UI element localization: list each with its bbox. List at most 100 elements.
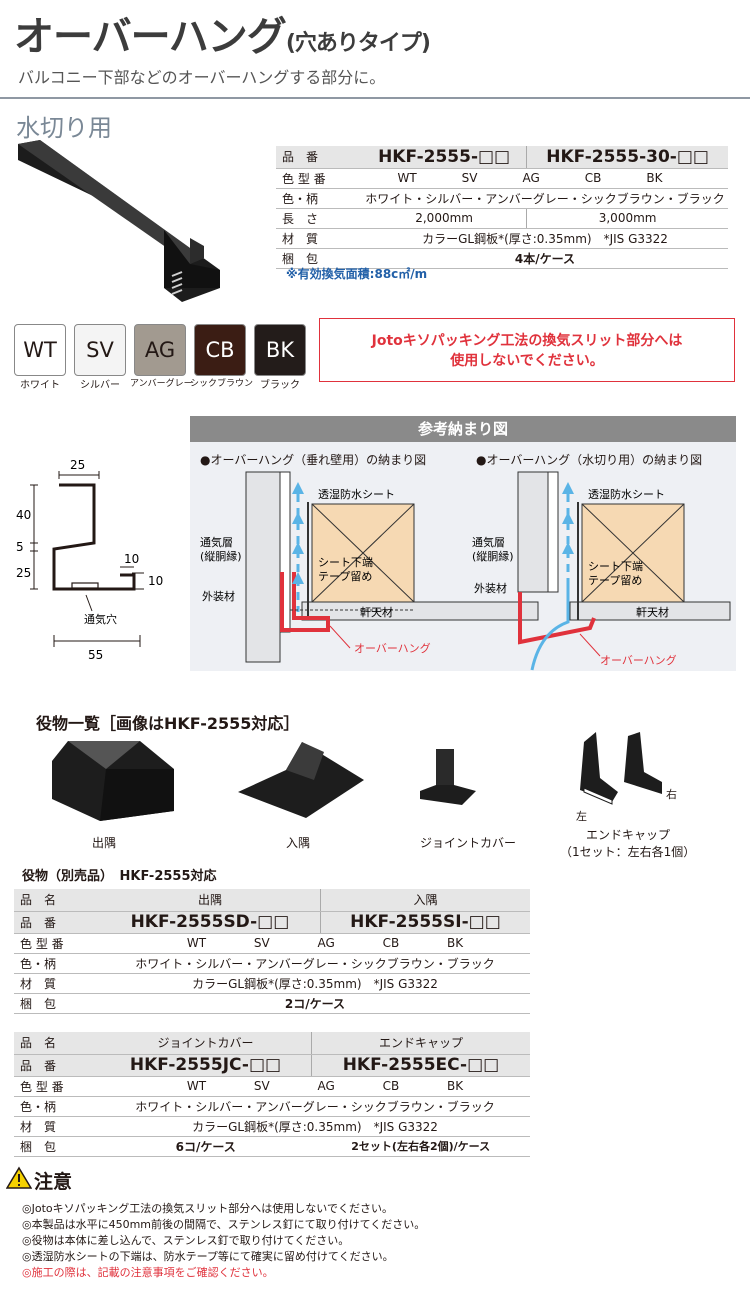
product-name: ジョイントカバー: [100, 1032, 312, 1055]
caution-note: ◎本製品は水平に450mm前後の間隔で、ステンレス釘にて取り付けてください。: [22, 1218, 426, 1231]
warning-line: 使用しないでください。: [450, 353, 604, 369]
section-title: 水切り用: [16, 114, 112, 142]
reference-diagram: 透湿防水シート 通気層 (縦胴縁) 外装材 シート下端 テープ留め 軒天材 オー…: [200, 471, 731, 671]
row-label: 色 型 番: [276, 168, 362, 189]
packing-cell: 2コ/ケース: [100, 993, 530, 1014]
row-label: 品 番: [276, 146, 362, 169]
dim-w10: 10: [124, 552, 139, 566]
row-label: 材 質: [14, 1116, 100, 1137]
swatch-code: SV: [86, 338, 114, 362]
ref-sheet-left: 透湿防水シート: [318, 487, 395, 501]
ref-vent1-left: 通気層: [200, 535, 233, 549]
color-code: BK: [446, 1079, 464, 1093]
optional-title: 役物（別売品） HKF-2555対応: [22, 869, 217, 884]
acc-label-outer-corner: 出隅: [92, 836, 117, 850]
ref-tape2-right: テープ留め: [588, 574, 642, 587]
pattern-cell: ホワイト・シルバー・アンバーグレー・シックブラウン・ブラック: [100, 953, 530, 974]
ref-vent2-left: (縦胴縁): [200, 549, 242, 563]
dim-h5: 5: [16, 540, 24, 554]
length-cell: 3,000mm: [526, 208, 728, 229]
row-label: 品 番: [14, 911, 100, 934]
swatch-sv: SV: [74, 324, 126, 376]
outer-corner-image: [52, 741, 174, 821]
color-code: BK: [646, 171, 663, 185]
acc-label-end-cap: エンドキャップ: [586, 828, 671, 842]
warning-box: Jotoキソパッキング工法の換気スリット部分へは 使用しないでください。: [319, 318, 735, 382]
color-code: SV: [461, 171, 478, 185]
color-code: AG: [317, 936, 335, 950]
row-label: 材 質: [14, 973, 100, 994]
endcap-left-label: 左: [576, 810, 587, 823]
color-code: WT: [186, 1079, 207, 1093]
ref-sheet-right: 透湿防水シート: [588, 487, 665, 501]
ref-tape2-left: テープ留め: [318, 570, 372, 583]
swatch-bk: BK: [254, 324, 306, 376]
color-codes-cell: WT SV AG CB BK: [100, 933, 530, 954]
row-label: 梱 包: [276, 248, 362, 269]
row-label: 色 型 番: [14, 933, 100, 954]
ref-vent1-right: 通気層: [472, 535, 505, 549]
dim-h10: 10: [148, 574, 163, 588]
row-label: 品 番: [14, 1054, 100, 1077]
product-code: HKF-2555-30-□□: [526, 146, 728, 169]
packing-cell: 6コ/ケース: [100, 1136, 312, 1157]
material-cell: カラーGL鋼板*(厚さ:0.35mm) *JIS G3322: [362, 228, 728, 249]
row-label: 梱 包: [14, 1136, 100, 1157]
ref-soffit-left: 軒天材: [360, 605, 393, 619]
pattern-cell: ホワイト・シルバー・アンバーグレー・シックブラウン・ブラック: [100, 1096, 530, 1117]
color-code: CB: [382, 936, 400, 950]
title-main: オーバーハング: [14, 14, 287, 60]
swatch-code: CB: [205, 338, 235, 362]
dim-h40: 40: [16, 508, 31, 522]
ref-exterior-right: 外装材: [474, 581, 507, 595]
color-code: WT: [186, 936, 207, 950]
row-label: 材 質: [276, 228, 362, 249]
joint-cover-image: [420, 749, 476, 805]
color-code: WT: [397, 171, 417, 185]
acc-label-inner-corner: 入隅: [286, 836, 311, 850]
product-code: HKF-2555JC-□□: [100, 1054, 312, 1077]
color-codes-cell: WT SV AG CB BK: [362, 168, 728, 189]
swatch-wt: WT: [14, 324, 66, 376]
product-code: HKF-2555EC-□□: [310, 1054, 530, 1077]
acc-label-joint-cover: ジョイントカバー: [420, 836, 517, 850]
dim-hole: 通気穴: [84, 612, 117, 626]
ref-tape1-left: シート下端: [318, 556, 373, 569]
pattern-cell: ホワイト・シルバー・アンバーグレー・シックブラウン・ブラック: [362, 188, 728, 209]
swatch-code: BK: [265, 338, 295, 362]
product-code: HKF-2555SI-□□: [319, 911, 530, 934]
swatch-code: AG: [144, 338, 176, 362]
inner-corner-image: [238, 742, 364, 818]
caution-note: ◎役物は本体に差し込んで、ステンレス釘で取り付けてください。: [22, 1234, 350, 1247]
optional-table-2: 品 名 ジョイントカバー エンドキャップ 品 番 HKF-2555JC-□□ H…: [14, 1032, 530, 1157]
caution-note: ◎施工の際は、記載の注意事項をご確認ください。: [22, 1266, 274, 1279]
product-name: 入隅: [319, 889, 530, 912]
dimension-drawing: 25 40 5 25 10 10 通気穴 55: [16, 458, 163, 662]
title-sub: (穴ありタイプ): [285, 31, 431, 56]
ref-vent2-right: (縦胴縁): [472, 549, 514, 563]
color-code: CB: [584, 171, 602, 185]
swatch-ag: AG: [134, 324, 186, 376]
product-name: エンドキャップ: [310, 1032, 530, 1055]
color-code: AG: [522, 171, 540, 185]
length-cell: 2,000mm: [362, 208, 527, 229]
swatch-label: アンバーグレー: [130, 379, 193, 389]
row-label: 色・柄: [276, 188, 362, 209]
product-code: HKF-2555SD-□□: [100, 911, 321, 934]
row-label: 色 型 番: [14, 1076, 100, 1097]
swatch-label: シルバー: [80, 380, 120, 391]
color-codes-cell: WT SV AG CB BK: [100, 1076, 530, 1097]
ref-right-title: ●オーバーハング（水切り用）の納まり図: [476, 453, 703, 467]
swatch-code: WT: [23, 338, 57, 362]
product-name: 出隅: [100, 889, 321, 912]
row-label: 梱 包: [14, 993, 100, 1014]
row-label: 色・柄: [14, 1096, 100, 1117]
color-code: SV: [253, 936, 270, 950]
dim-top: 25: [70, 458, 85, 472]
product-image: [18, 140, 220, 302]
header-divider: [0, 97, 750, 99]
ref-tape1-right: シート下端: [588, 560, 643, 573]
optional-table-1: 品 名 出隅 入隅 品 番 HKF-2555SD-□□ HKF-2555SI-□…: [14, 889, 530, 1014]
color-code: CB: [382, 1079, 400, 1093]
warning-icon: [6, 1166, 32, 1189]
